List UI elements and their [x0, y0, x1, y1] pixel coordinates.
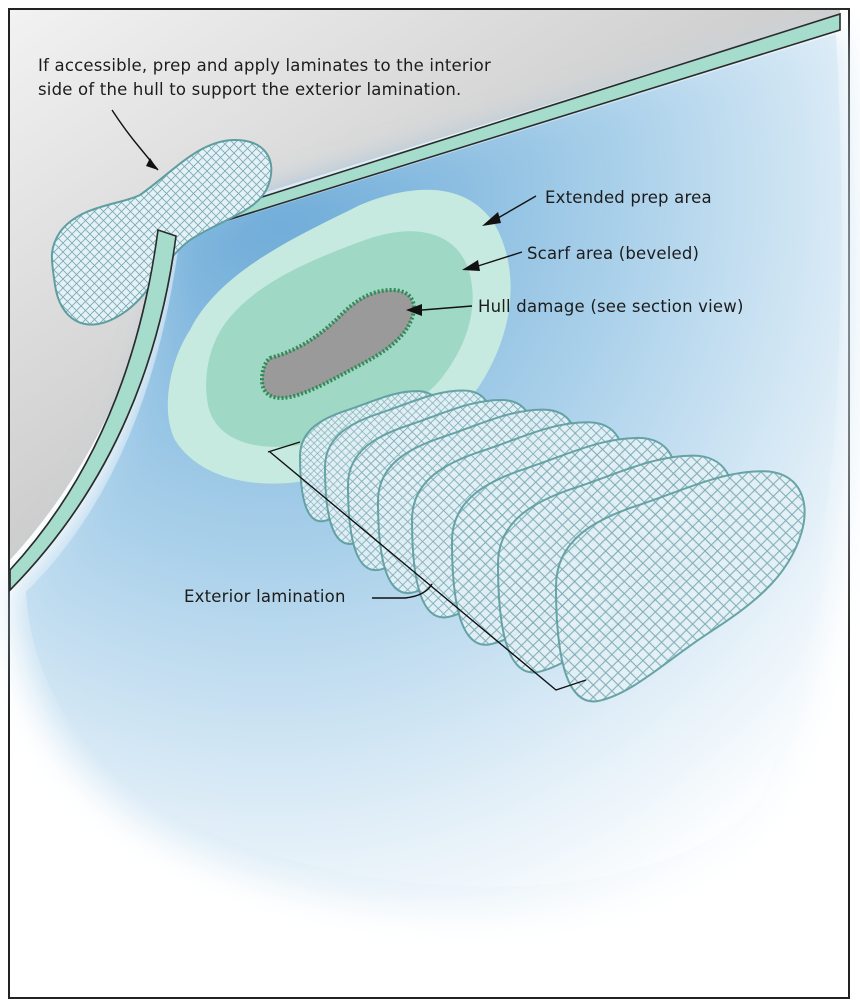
lamination-ply-8: [556, 471, 805, 701]
label-exterior-lamination: Exterior lamination: [184, 587, 346, 606]
label-extended-prep-area: Extended prep area: [545, 188, 712, 207]
interior-note-line2: side of the hull to support the exterior…: [38, 80, 462, 99]
label-hull-damage: Hull damage (see section view): [478, 297, 744, 316]
hull-edge-front: [9, 228, 177, 592]
leader-arrowhead-interior: [146, 158, 158, 170]
leader-arrowhead-scarf: [462, 260, 480, 271]
hull-damage: [260, 288, 416, 400]
leader-lines: [111, 109, 587, 691]
leader-damage: [421, 305, 473, 311]
leader-arrowhead-damage: [406, 304, 422, 316]
exterior-lamination-bracket: [267, 441, 587, 691]
leader-interior-note: [111, 109, 159, 171]
leader-scarf: [477, 251, 523, 267]
leader-extended-prep: [497, 195, 537, 219]
leader-exterior-lamination: [372, 583, 433, 599]
leader-arrowhead-prep: [482, 212, 501, 226]
interior-note-line1: If accessible, prep and apply laminates …: [38, 56, 491, 75]
label-scarf-area: Scarf area (beveled): [527, 244, 699, 263]
exterior-lamination-stack: [300, 390, 805, 701]
